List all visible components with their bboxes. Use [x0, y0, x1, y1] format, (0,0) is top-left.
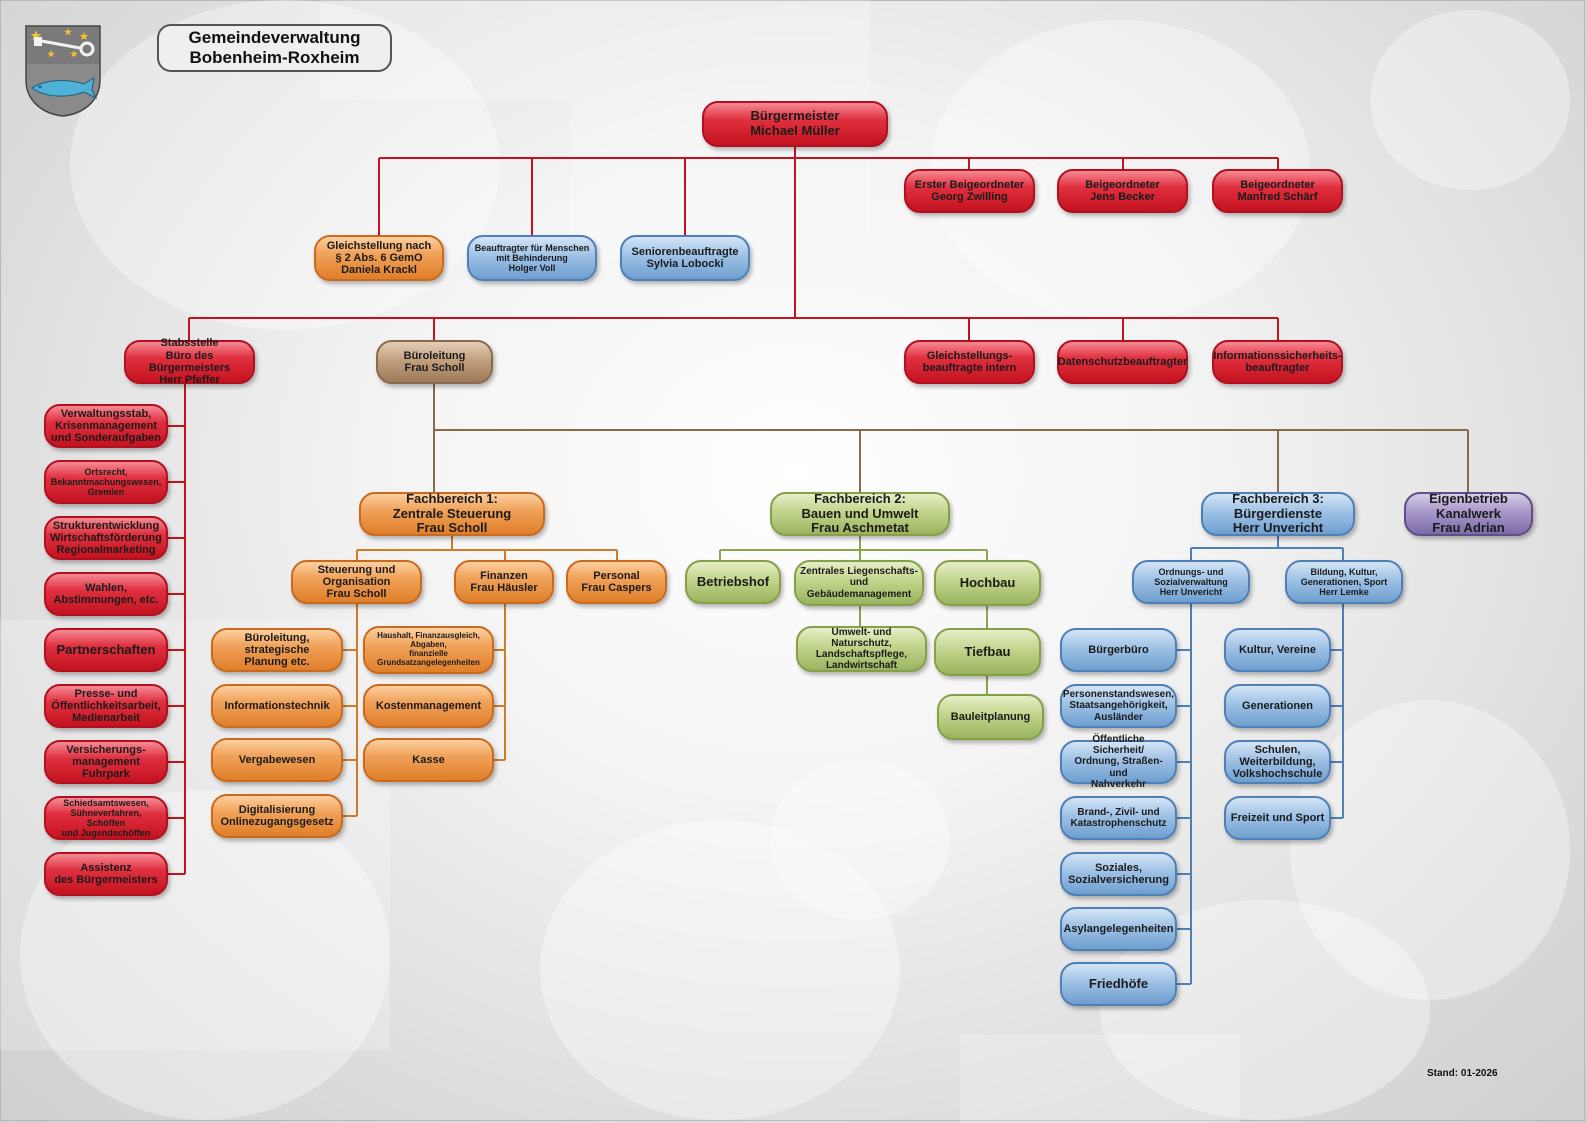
node-budget[interactable]: Haushalt, Finanzausgleich, Abgaben, fina…: [363, 626, 494, 674]
node-cash-office[interactable]: Kasse: [363, 738, 494, 782]
node-schools[interactable]: Schulen, Weiterbildung, Volkshochschule: [1224, 740, 1331, 784]
node-equality-officer[interactable]: Gleichstellung nach § 2 Abs. 6 GemO Dani…: [314, 235, 444, 281]
leadership-connectors: [166, 146, 1279, 875]
node-citizen-office[interactable]: Bürgerbüro: [1060, 628, 1177, 672]
node-sewer-utility[interactable]: Eigenbetrieb Kanalwerk Frau Adrian: [1404, 491, 1533, 536]
background-circle: [1370, 10, 1570, 190]
node-public-safety[interactable]: Öffentliche Sicherheit/ Ordnung, Straßen…: [1060, 734, 1177, 790]
node-data-protection[interactable]: Datenschutzbeauftragter: [1057, 340, 1188, 384]
node-procurement[interactable]: Vergabewesen: [211, 738, 343, 782]
title-line-2: Bobenheim-Roxheim: [189, 48, 360, 67]
node-disaster-protection[interactable]: Brand-, Zivil- und Katastrophenschutz: [1060, 796, 1177, 840]
node-first-deputy[interactable]: Erster Beigeordneter Georg Zwilling: [904, 169, 1035, 213]
node-culture-clubs[interactable]: Kultur, Vereine: [1224, 628, 1331, 672]
page-title: Gemeindeverwaltung Bobenheim-Roxheim: [157, 24, 392, 72]
title-line-1: Gemeindeverwaltung: [188, 27, 361, 47]
node-department-1[interactable]: Fachbereich 1: Zentrale Steuerung Frau S…: [359, 491, 545, 536]
fb2-connectors: [719, 536, 988, 694]
fb3-connectors: [1177, 536, 1344, 985]
node-social-affairs[interactable]: Soziales, Sozialversicherung: [1060, 852, 1177, 896]
node-internal-equality[interactable]: Gleichstellungs- beauftragte intern: [904, 340, 1035, 384]
node-insurance[interactable]: Versicherungs- management Fuhrpark: [44, 740, 168, 784]
node-it[interactable]: Informationstechnik: [211, 684, 343, 728]
node-senior-officer[interactable]: Seniorenbeauftragte Sylvia Lobocki: [620, 235, 750, 281]
node-public-order-social[interactable]: Ordnungs- und Sozialverwaltung Herr Unve…: [1132, 560, 1250, 604]
node-education-culture[interactable]: Bildung, Kultur, Generationen, Sport Her…: [1285, 560, 1403, 604]
node-civil-engineering[interactable]: Tiefbau: [934, 628, 1041, 676]
fb1-connectors: [343, 536, 618, 817]
office-connectors: [433, 384, 1469, 492]
node-leisure-sport[interactable]: Freizeit und Sport: [1224, 796, 1331, 840]
node-crisis-staff[interactable]: Verwaltungsstab, Krisenmanagement und So…: [44, 404, 168, 448]
node-finance[interactable]: Finanzen Frau Häusler: [454, 560, 554, 604]
node-building-construction[interactable]: Hochbau: [934, 560, 1041, 606]
background-circle: [1290, 700, 1570, 1000]
background-shape: [960, 1035, 1240, 1123]
node-local-law[interactable]: Ortsrecht, Bekanntmachungswesen, Gremien: [44, 460, 168, 504]
node-disability-officer[interactable]: Beauftragter für Menschen mit Behinderun…: [467, 235, 597, 281]
node-personnel[interactable]: Personal Frau Caspers: [566, 560, 667, 604]
node-elections[interactable]: Wahlen, Abstimmungen, etc.: [44, 572, 168, 616]
node-structural-development[interactable]: Strukturentwicklung Wirtschaftsförderung…: [44, 516, 168, 560]
node-staff-unit[interactable]: Stabsstelle Büro des Bürgermeisters Herr…: [124, 337, 255, 386]
node-info-security[interactable]: Informationssicherheits- beauftragter: [1212, 340, 1343, 384]
node-civil-status[interactable]: Personenstandswesen, Staatsangehörigkeit…: [1060, 684, 1177, 728]
node-environment[interactable]: Umwelt- und Naturschutz, Landschaftspfle…: [796, 626, 927, 672]
node-deputy-schaerf[interactable]: Beigeordneter Manfred Schärf: [1212, 169, 1343, 213]
node-office-management[interactable]: Büroleitung Frau Scholl: [376, 340, 493, 384]
node-strategic-planning[interactable]: Büroleitung, strategische Planung etc.: [211, 628, 343, 672]
node-property-management[interactable]: Zentrales Liegenschafts- und Gebäudemana…: [794, 560, 924, 606]
node-mayor-assistant[interactable]: Assistenz des Bürgermeisters: [44, 852, 168, 896]
node-generations[interactable]: Generationen: [1224, 684, 1331, 728]
node-arbitration[interactable]: Schiedsamtswesen, Sühneverfahren, Schöff…: [44, 796, 168, 840]
node-asylum[interactable]: Asylangelegenheiten: [1060, 907, 1177, 951]
status-date: Stand: 01-2026: [1427, 1068, 1498, 1079]
background-circle: [540, 820, 900, 1120]
node-department-2[interactable]: Fachbereich 2: Bauen und Umwelt Frau Asc…: [770, 491, 950, 536]
node-press[interactable]: Presse- und Öffentlichkeitsarbeit, Medie…: [44, 684, 168, 728]
node-cost-management[interactable]: Kostenmanagement: [363, 684, 494, 728]
node-deputy-becker[interactable]: Beigeordneter Jens Becker: [1057, 169, 1188, 213]
node-building-yard[interactable]: Betriebshof: [685, 560, 781, 604]
node-digitalization[interactable]: Digitalisierung Onlinezugangsgesetz: [211, 794, 343, 838]
background-circle: [20, 790, 390, 1120]
node-mayor[interactable]: Bürgermeister Michael Müller: [702, 101, 888, 147]
node-land-use-planning[interactable]: Bauleitplanung: [937, 694, 1044, 740]
node-department-3[interactable]: Fachbereich 3: Bürgerdienste Herr Unveri…: [1201, 491, 1355, 536]
node-cemeteries[interactable]: Friedhöfe: [1060, 962, 1177, 1006]
node-partnerships[interactable]: Partnerschaften: [44, 628, 168, 672]
node-control-organization[interactable]: Steuerung und Organisation Frau Scholl: [291, 560, 422, 604]
background-circle: [770, 760, 950, 920]
municipal-crest-icon: [25, 25, 101, 117]
